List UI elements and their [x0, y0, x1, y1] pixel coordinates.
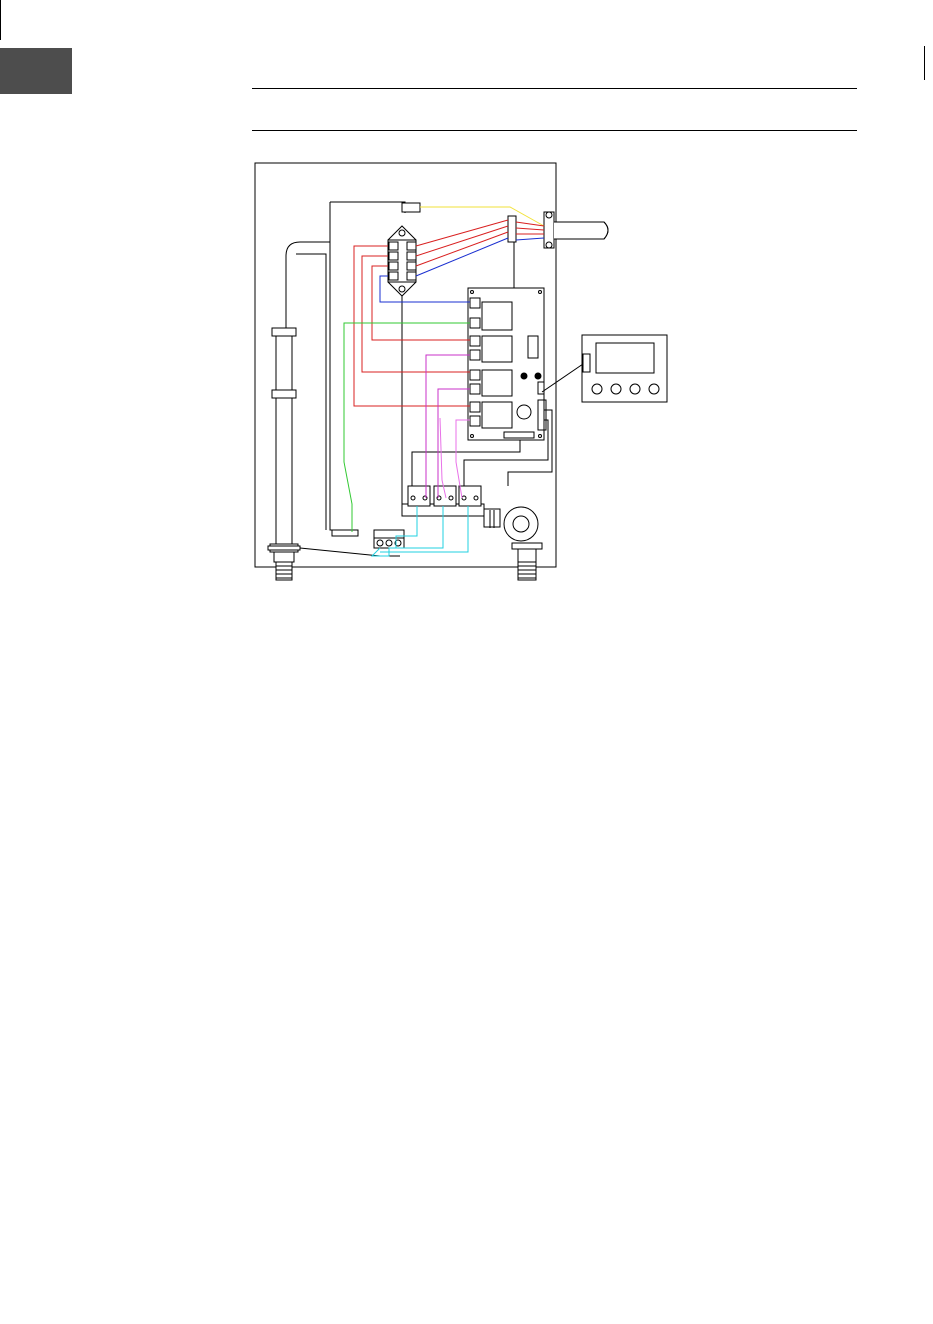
- main-terminal-block: [388, 226, 416, 296]
- wiring-diagram: [250, 160, 680, 590]
- header-rule-bottom: [252, 130, 857, 131]
- section-tab: [0, 48, 72, 94]
- control-panel: [582, 335, 667, 402]
- cold-water-pipe: [268, 328, 300, 580]
- inner-frame: [286, 202, 405, 530]
- page-edge-mark: [0, 0, 1, 40]
- page-edge-mark-right: [924, 46, 925, 80]
- earth-terminal: [402, 203, 420, 212]
- magenta-wires: [426, 355, 470, 498]
- flow-sensor: [484, 507, 538, 541]
- bottom-terminal-strip: [332, 530, 404, 548]
- cable-entry: [508, 212, 608, 248]
- header-rule-top: [252, 88, 857, 89]
- panel-cable: [542, 364, 583, 392]
- hot-water-outlet: [512, 543, 542, 580]
- control-pcb: [468, 288, 546, 440]
